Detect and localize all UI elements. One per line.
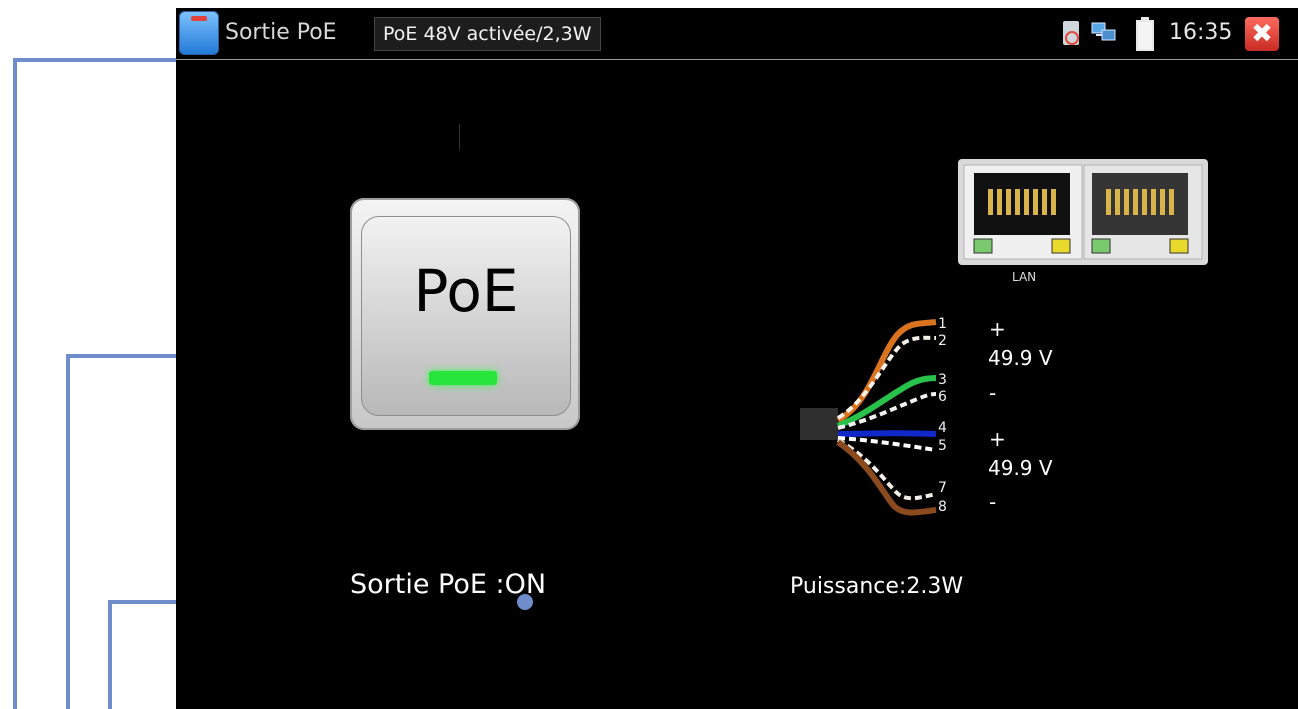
status-bar: Sortie PoE PoE 48V activée/2,3W 16:35 ✖ <box>176 8 1298 60</box>
device-screen: Sortie PoE PoE 48V activée/2,3W 16:35 ✖ … <box>176 8 1298 709</box>
clock: 16:35 <box>1169 20 1233 45</box>
sd-card-icon <box>1063 21 1079 45</box>
pin-label: 2 <box>938 333 947 349</box>
rj45-wire-diagram <box>800 319 937 516</box>
pair-b-voltage: 49.9 V <box>988 456 1053 480</box>
pair-a-plus: + <box>989 317 1006 341</box>
lan-port-illustration <box>958 159 1208 265</box>
callout-dot <box>517 594 533 610</box>
lan-label: LAN <box>1012 270 1037 284</box>
network-icon <box>1091 22 1116 41</box>
pair-a-minus: - <box>989 381 997 405</box>
poe-button-face: PoE <box>361 216 571 416</box>
pin-label: 4 <box>938 420 947 436</box>
power-readout: Puissance:2.3W <box>790 574 964 599</box>
pin-label: 5 <box>938 438 947 454</box>
poe-toggle-button[interactable]: PoE <box>350 198 580 430</box>
close-icon: ✖ <box>1251 19 1273 49</box>
callout-vertical <box>66 354 70 709</box>
callout-vertical <box>108 600 112 709</box>
callout-vertical <box>13 58 17 709</box>
pair-b-plus: + <box>989 427 1006 451</box>
pin-label: 6 <box>938 389 947 405</box>
pin-label: 7 <box>938 480 947 496</box>
divider-mark <box>459 124 460 150</box>
app-title: Sortie PoE <box>225 20 337 45</box>
poe-button-label: PoE <box>413 257 519 325</box>
pair-a-voltage: 49.9 V <box>988 346 1053 370</box>
poe-status-led <box>429 371 497 385</box>
app-icon[interactable] <box>179 11 219 55</box>
close-button[interactable]: ✖ <box>1245 17 1279 51</box>
pin-label: 8 <box>938 499 947 515</box>
pin-label: 3 <box>938 372 947 388</box>
pin-label: 1 <box>938 316 947 332</box>
battery-icon <box>1136 17 1154 51</box>
pair-b-minus: - <box>989 490 997 514</box>
poe-output-status: Sortie PoE :ON <box>350 569 547 600</box>
status-chip: PoE 48V activée/2,3W <box>374 17 601 51</box>
